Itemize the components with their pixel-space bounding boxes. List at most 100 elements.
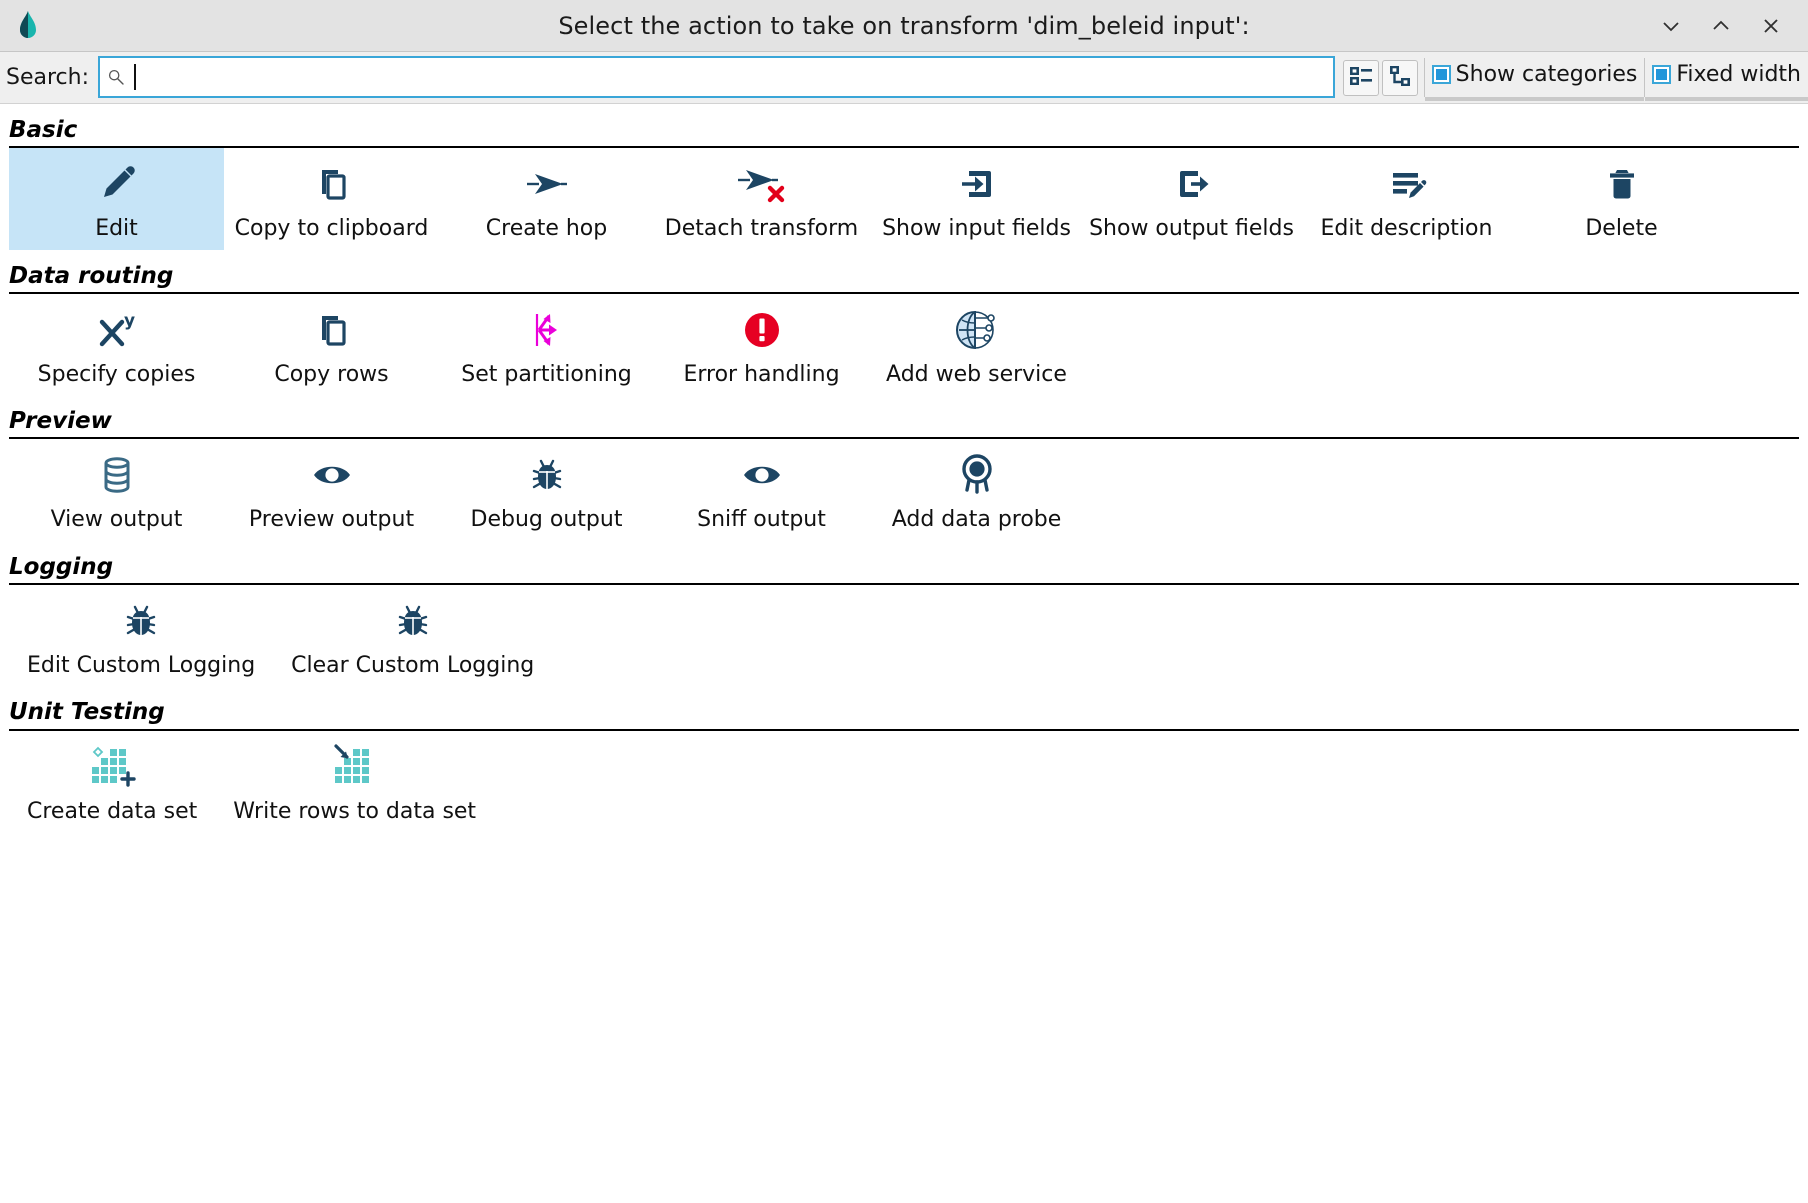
action-label: Debug output: [470, 507, 623, 533]
section-title-logging: Logging: [9, 541, 1799, 586]
section-title-data-routing: Data routing: [9, 250, 1799, 294]
section-title-preview: Preview: [9, 395, 1799, 440]
checkbox-checked-icon: [1652, 65, 1672, 84]
action-label: Show output fields: [1089, 216, 1294, 242]
bug-icon: [117, 595, 165, 647]
action-label: Copy rows: [274, 361, 389, 387]
show-categories-label: Show categories: [1455, 62, 1638, 87]
search-input[interactable]: [98, 56, 1335, 98]
action-edit-description[interactable]: Edit description: [1299, 148, 1514, 249]
output-fields-icon: [1168, 158, 1216, 210]
section-unit-testing: Unit Testing Create data se: [0, 686, 1808, 832]
web-service-globe-icon: [951, 304, 1003, 356]
section-logging: Logging Edit Custom Logging: [0, 541, 1808, 687]
search-icon: [107, 68, 125, 86]
action-show-input-fields[interactable]: Show input fields: [869, 148, 1084, 249]
action-label: Edit: [95, 216, 138, 242]
section-title-basic: Basic: [9, 104, 1799, 149]
bug-icon: [523, 449, 571, 501]
action-error-handling[interactable]: Error handling: [654, 294, 869, 395]
partitioning-icon: [523, 304, 571, 356]
list-view-icon: [1348, 63, 1374, 93]
action-label: Specify copies: [37, 361, 196, 387]
bug-icon: [389, 595, 437, 647]
input-fields-icon: [953, 158, 1001, 210]
action-set-partitioning[interactable]: Set partitioning: [439, 294, 654, 395]
action-debug-output[interactable]: Debug output: [439, 439, 654, 540]
action-edit[interactable]: Edit: [9, 148, 224, 250]
tree-view-button[interactable]: [1381, 59, 1418, 96]
close-button[interactable]: [1754, 9, 1788, 43]
section-basic: Basic Edit Copy to clipb: [0, 104, 1808, 250]
section-title-unit-testing: Unit Testing: [9, 686, 1799, 731]
fixed-width-label: Fixed width: [1676, 62, 1801, 87]
toolbar-divider-2: [1644, 58, 1646, 97]
section-data-routing: Data routing y Specify copies: [0, 250, 1808, 396]
action-label: Error handling: [683, 361, 840, 387]
list-view-button[interactable]: [1342, 59, 1379, 96]
section-items-preview: View output Preview output: [9, 439, 1799, 540]
search-toolbar: Search:: [0, 52, 1808, 104]
minimize-button[interactable]: [1654, 9, 1688, 43]
action-label: Detach transform: [664, 216, 859, 242]
copy-icon: [308, 158, 356, 210]
action-write-rows-to-data-set[interactable]: Write rows to data set: [215, 731, 494, 832]
action-label: Copy to clipboard: [234, 216, 429, 242]
action-label: Write rows to data set: [233, 798, 477, 824]
action-label: Set partitioning: [461, 361, 632, 387]
svg-text:y: y: [124, 311, 135, 331]
action-create-data-set[interactable]: Create data set: [9, 731, 215, 832]
action-specify-copies[interactable]: y Specify copies: [9, 294, 224, 395]
action-delete[interactable]: Delete: [1514, 148, 1729, 249]
tree-view-icon: [1387, 63, 1413, 93]
action-label: Preview output: [248, 507, 415, 533]
text-cursor: [134, 64, 136, 90]
eye-icon: [306, 449, 358, 501]
view-mode-buttons: [1335, 52, 1424, 103]
action-copy-to-clipboard[interactable]: Copy to clipboard: [224, 148, 439, 249]
action-show-output-fields[interactable]: Show output fields: [1084, 148, 1299, 249]
arrow-hop-delete-icon: [734, 158, 790, 210]
action-add-web-service[interactable]: Add web service: [869, 294, 1084, 395]
action-label: Add data probe: [891, 507, 1062, 533]
create-data-set-icon: [86, 741, 138, 793]
action-label: Show input fields: [882, 216, 1071, 242]
page-title: Select the action to take on transform '…: [558, 11, 1250, 40]
section-items-data-routing: y Specify copies Copy rows: [9, 294, 1799, 395]
action-label: Create data set: [27, 798, 198, 824]
action-label: Edit description: [1320, 216, 1493, 242]
database-icon: [93, 449, 141, 501]
action-copy-rows[interactable]: Copy rows: [224, 294, 439, 395]
arrow-hop-icon: [521, 158, 573, 210]
action-view-output[interactable]: View output: [9, 439, 224, 540]
action-label: Delete: [1585, 216, 1658, 242]
error-circle-icon: [738, 304, 786, 356]
fixed-width-checkbox[interactable]: Fixed width: [1645, 52, 1808, 101]
action-clear-custom-logging[interactable]: Clear Custom Logging: [273, 585, 552, 686]
action-add-data-probe[interactable]: Add data probe: [869, 439, 1084, 540]
description-edit-icon: [1383, 158, 1431, 210]
window-title-bar: Select the action to take on transform '…: [0, 0, 1808, 52]
action-create-hop[interactable]: Create hop: [439, 148, 654, 249]
pencil-icon: [93, 158, 141, 210]
write-rows-data-set-icon: [329, 741, 381, 793]
data-probe-icon: [953, 449, 1001, 501]
action-sniff-output[interactable]: Sniff output: [654, 439, 869, 540]
action-detach-transform[interactable]: Detach transform: [654, 148, 869, 249]
search-label: Search:: [6, 65, 89, 90]
action-label: View output: [50, 507, 183, 533]
action-list: Basic Edit Copy to clipb: [0, 104, 1808, 832]
copy-icon: [308, 304, 356, 356]
trash-icon: [1598, 158, 1646, 210]
action-label: Sniff output: [697, 507, 826, 533]
section-items-logging: Edit Custom Logging Clear Custom Logging: [9, 585, 1799, 686]
action-label: Clear Custom Logging: [291, 653, 535, 679]
maximize-button[interactable]: [1704, 9, 1738, 43]
x-power-y-icon: y: [90, 304, 144, 356]
action-preview-output[interactable]: Preview output: [224, 439, 439, 540]
window-controls: [1654, 9, 1808, 43]
action-label: Create hop: [485, 216, 608, 242]
action-edit-custom-logging[interactable]: Edit Custom Logging: [9, 585, 273, 686]
show-categories-checkbox[interactable]: Show categories: [1424, 52, 1645, 101]
hop-app-logo-icon: [8, 6, 48, 46]
